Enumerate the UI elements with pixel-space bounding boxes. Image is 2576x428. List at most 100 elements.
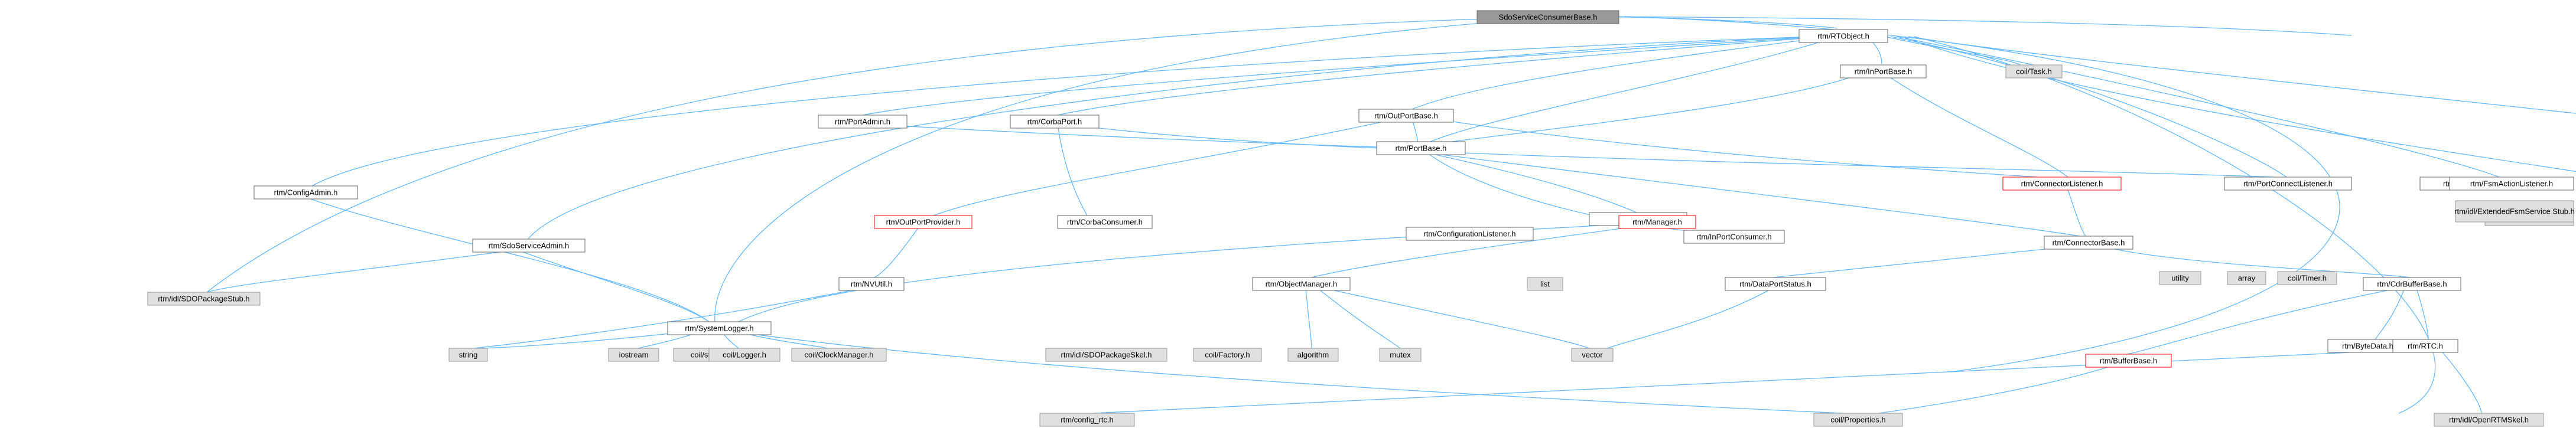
node-box	[874, 215, 972, 229]
node-box	[2455, 200, 2574, 223]
node-coilproperties[interactable]: coil/Properties.h	[1813, 413, 1903, 427]
node-label: iostream	[619, 351, 649, 360]
node-vector[interactable]: vector	[1571, 348, 1614, 362]
edge-corbaport-corbaconsumer	[1057, 123, 1088, 216]
node-label: rtm/ObjectManager.h	[1266, 280, 1337, 289]
node-array[interactable]: array	[2227, 271, 2266, 285]
node-configurationlistener[interactable]: rtm/ConfigurationListener.h	[1406, 227, 1534, 241]
node-fsmactionlistener[interactable]: rtm/FsmActionListener.h	[2449, 177, 2574, 191]
node-coillogger[interactable]: coil/Logger.h	[708, 348, 780, 362]
node-iostream[interactable]: iostream	[608, 348, 659, 362]
node-box	[1010, 115, 1100, 129]
node-label: coil/Timer.h	[2288, 274, 2327, 283]
edge-root-systemlogger	[714, 16, 1572, 322]
node-string[interactable]: string	[448, 348, 488, 362]
node-cointimer[interactable]: coil/Timer.h	[2277, 271, 2337, 285]
edge-cdrbufferbase-bytedata	[2375, 287, 2405, 340]
edge-bufferbase-properties	[1878, 364, 2116, 414]
node-label: rtm/CorbaConsumer.h	[1067, 218, 1143, 227]
node-box	[448, 348, 488, 362]
node-label: string	[459, 351, 478, 360]
node-outportprovider[interactable]: rtm/OutPortProvider.h	[874, 215, 972, 229]
edge-nvutil-string	[472, 287, 863, 349]
node-rtch[interactable]: rtm/RTC.h	[2392, 339, 2458, 353]
node-utility[interactable]: utility	[2159, 271, 2201, 285]
node-inportbase[interactable]: rtm/InPortBase.h	[1840, 64, 1927, 79]
node-box	[1840, 64, 1927, 79]
node-label: SdoServiceConsumerBase.h	[1499, 13, 1598, 22]
node-label: rtm/SystemLogger.h	[685, 324, 753, 333]
node-list[interactable]: list	[1527, 277, 1563, 291]
node-label: mutex	[1390, 351, 1411, 360]
node-nvutil[interactable]: rtm/NVUtil.h	[838, 277, 905, 291]
node-box	[2159, 271, 2201, 285]
node-box	[2005, 64, 2063, 79]
node-sdopackageidl[interactable]: rtm/idl/SDOPackageSkel.h	[1045, 348, 1167, 362]
node-openrtmskel[interactable]: rtm/idl/OpenRTMSkel.h	[2434, 413, 2544, 427]
node-box	[472, 238, 586, 253]
node-dataportstatus[interactable]: rtm/DataPortStatus.h	[1725, 277, 1826, 291]
node-box	[253, 185, 358, 200]
node-label: rtm/RTC.h	[2408, 342, 2443, 351]
edge-rtobject-portadmin	[862, 36, 1820, 116]
edge-rtobject-configadmin	[307, 36, 1814, 190]
edge-rtobject-portconnectlistener	[1890, 36, 2287, 178]
node-bufferbase[interactable]: rtm/BufferBase.h	[2085, 354, 2172, 368]
edge-objectmanager-mutex	[1317, 287, 1401, 349]
node-outportbase[interactable]: rtm/OutPortBase.h	[1358, 109, 1454, 123]
node-mutex[interactable]: mutex	[1379, 348, 1422, 362]
edge-rtobject-compactionlistener	[1896, 36, 2500, 178]
node-label: coil/Properties.h	[1830, 416, 1885, 424]
node-label: rtm/config_rtc.h	[1061, 416, 1114, 424]
node-label: utility	[2171, 274, 2189, 283]
dependency-edges	[206, 16, 2576, 414]
node-rtobject[interactable]: rtm/RTObject.h	[1798, 29, 1888, 43]
node-sdopackage[interactable]: rtm/idl/SDOPackageStub.h	[147, 292, 261, 306]
node-corbaport[interactable]: rtm/CorbaPort.h	[1010, 115, 1100, 129]
node-bytedata[interactable]: rtm/ByteData.h	[2327, 339, 2408, 353]
edge-rtobject-portbase	[1423, 36, 1838, 145]
node-portconnectlistener[interactable]: rtm/PortConnectListener.h	[2224, 177, 2352, 191]
edge-sdoserviceadmin-systemlogger	[519, 250, 710, 322]
node-extendedfsm[interactable]: rtm/idl/ExtendedFsmService Stub.h	[2454, 200, 2575, 223]
node-cdrbufferbase[interactable]: rtm/CdrBufferBase.h	[2363, 277, 2461, 291]
node-label: rtm/OutPortProvider.h	[886, 218, 961, 227]
edge-rtobject-corbaport	[1057, 36, 1826, 116]
edge-rtobject-openrtmskel	[1914, 36, 2436, 414]
node-sdoserviceadmin[interactable]: rtm/SdoServiceAdmin.h	[472, 238, 586, 253]
node-root[interactable]: SdoServiceConsumerBase.h	[1476, 10, 1619, 24]
node-systemlogger[interactable]: rtm/SystemLogger.h	[667, 321, 772, 335]
edge-portbase-portconnectlistener	[1447, 152, 2275, 178]
node-manager[interactable]: rtm/Manager.h	[1618, 215, 1696, 229]
node-objectmanager[interactable]: rtm/ObjectManager.h	[1252, 277, 1351, 291]
node-coretask[interactable]: coil/Task.h	[2005, 64, 2063, 79]
node-box	[1379, 348, 1422, 362]
node-box	[2449, 177, 2574, 191]
node-label: rtm/FsmActionListener.h	[2470, 179, 2553, 188]
node-coilclockmanager[interactable]: coil/ClockManager.h	[791, 348, 887, 362]
node-box	[2363, 277, 2461, 291]
edge-cdrbufferbase-bufferbase	[2126, 287, 2399, 355]
edge-manager-objectmanager	[1311, 223, 1661, 278]
node-portadmin[interactable]: rtm/PortAdmin.h	[818, 115, 908, 129]
edge-rtobject-sdoserviceadmin	[525, 36, 1817, 243]
node-corbaconsumer[interactable]: rtm/CorbaConsumer.h	[1057, 215, 1153, 229]
node-box	[2002, 177, 2122, 191]
node-connectorlistener[interactable]: rtm/ConnectorListener.h	[2002, 177, 2122, 191]
node-configrtc[interactable]: rtm/config_rtc.h	[1039, 413, 1135, 427]
node-box	[2434, 413, 2544, 427]
edge-root-sdopackage	[206, 16, 1572, 293]
node-coilfactory[interactable]: coil/Factory.h	[1193, 348, 1262, 362]
node-connectorbase[interactable]: rtm/ConnectorBase.h	[2044, 236, 2133, 250]
node-label: rtm/PortConnectListener.h	[2243, 179, 2333, 188]
edge-cdrbufferbase-rtch	[2416, 287, 2429, 340]
node-configadmin[interactable]: rtm/ConfigAdmin.h	[253, 185, 358, 200]
node-inportconsumer[interactable]: rtm/InPortConsumer.h	[1683, 230, 1785, 244]
node-label: coil/Task.h	[2016, 67, 2052, 76]
edge-rtobject-coiltask	[1884, 36, 2021, 66]
edge-sdoserviceadmin-sdopackage	[206, 250, 509, 293]
node-box	[1252, 277, 1351, 291]
node-box	[2044, 236, 2133, 250]
node-algorithm[interactable]: algorithm	[1287, 348, 1339, 362]
node-portbase[interactable]: rtm/PortBase.h	[1376, 141, 1466, 155]
